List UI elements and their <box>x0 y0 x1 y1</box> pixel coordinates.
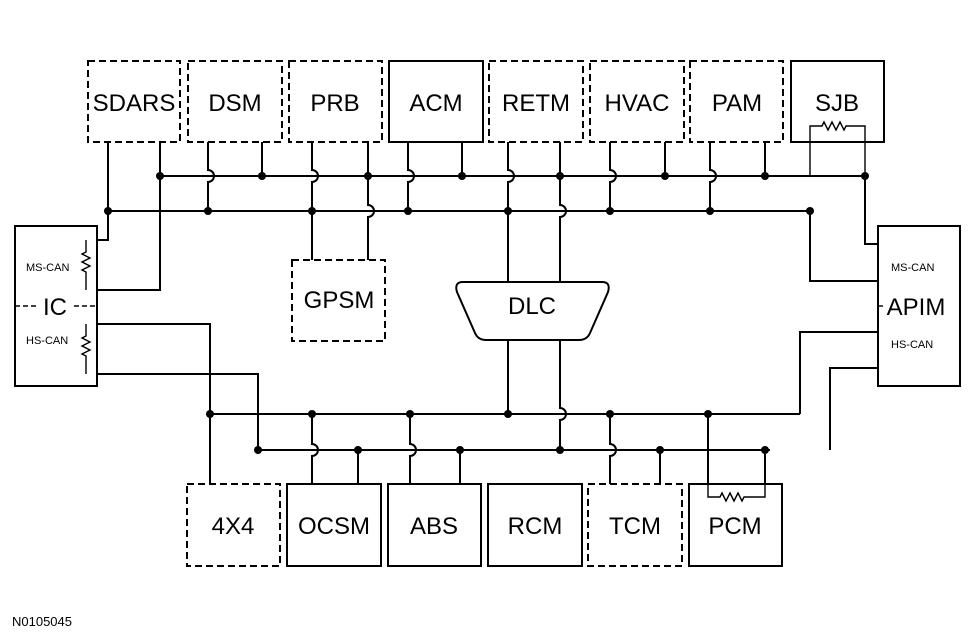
junction-dot <box>404 207 412 215</box>
module-label: ACM <box>409 90 462 117</box>
ic-hs-wire-b <box>86 373 259 450</box>
junction-dot <box>661 172 669 180</box>
module-label: OCSM <box>298 513 370 540</box>
module-pcm: PCM <box>688 483 783 567</box>
junction-dot <box>706 207 714 215</box>
junction-dot <box>354 446 362 454</box>
dlc-connector-icon <box>455 281 610 341</box>
apim-ms-wire-b <box>809 211 878 282</box>
module-ic: MS-CAN HS-CAN IC <box>14 225 98 387</box>
module-hvac: HVAC <box>589 60 685 143</box>
module-label: PCM <box>708 513 761 540</box>
module-sdars: SDARS <box>87 60 181 143</box>
module-ocsm: OCSM <box>286 483 382 567</box>
resistor-icon <box>809 120 866 176</box>
junction-dot <box>308 410 316 418</box>
module-label: HVAC <box>605 90 670 117</box>
acm-drop-a <box>407 142 415 211</box>
apim-hs-wire-a <box>799 331 878 414</box>
junction-dot <box>704 410 712 418</box>
hvac-drop-a <box>609 142 617 211</box>
ic-ms-wire-b <box>86 176 161 291</box>
module-label: RCM <box>508 513 563 540</box>
dlc-wire-a <box>507 142 515 414</box>
apim-ms-can-label: MS-CAN <box>891 262 934 274</box>
module-label: IC <box>43 294 67 321</box>
junction-dot <box>861 172 869 180</box>
module-abs: ABS <box>387 483 482 567</box>
junction-dot <box>458 172 466 180</box>
apim-hs-wire-b <box>829 367 878 450</box>
junction-dot <box>254 446 262 454</box>
dsm-drop-a <box>207 142 215 211</box>
junction-dot <box>156 172 164 180</box>
ic-ms-can-label: MS-CAN <box>26 262 69 274</box>
junction-dot <box>308 207 316 215</box>
module-label: SJB <box>815 90 859 117</box>
junction-dot <box>406 410 414 418</box>
junction-dot <box>761 172 769 180</box>
junction-dot <box>258 172 266 180</box>
module-label: GPSM <box>304 287 375 314</box>
module-label: DSM <box>208 90 261 117</box>
ic-hs-wire-a <box>86 323 211 414</box>
module-4x4: 4X4 <box>186 483 281 567</box>
abs-drop-a <box>409 414 417 484</box>
junction-dots <box>104 172 869 454</box>
module-gpsm: GPSM <box>291 259 386 342</box>
junction-dot <box>504 410 512 418</box>
module-label: RETM <box>502 90 570 117</box>
apim-ms-wire-a <box>864 176 878 245</box>
module-label: DLC <box>508 293 556 320</box>
junction-dot <box>806 207 814 215</box>
junction-dot <box>504 207 512 215</box>
junction-dot <box>656 446 664 454</box>
module-label: PRB <box>310 90 359 117</box>
junction-dot <box>104 207 112 215</box>
junction-dot <box>206 410 214 418</box>
module-label: APIM <box>887 294 946 321</box>
module-label: PAM <box>712 90 762 117</box>
module-acm: ACM <box>388 60 484 143</box>
module-sjb: SJB <box>790 60 885 176</box>
module-prb: PRB <box>288 60 383 143</box>
ocsm-drop-a <box>311 414 319 484</box>
module-apim: MS-CAN HS-CAN APIM <box>877 225 961 387</box>
module-tcm: TCM <box>587 483 683 567</box>
ic-hs-can-label: HS-CAN <box>26 335 68 347</box>
module-dlc: DLC <box>455 281 610 341</box>
junction-dot <box>456 446 464 454</box>
prb-drop-b <box>367 142 375 260</box>
prb-drop-a <box>311 142 319 260</box>
resistor-icon <box>80 324 92 374</box>
module-label: ABS <box>410 513 458 540</box>
module-retm: RETM <box>488 60 584 143</box>
junction-dot <box>761 446 769 454</box>
resistor-icon <box>80 240 92 290</box>
apim-hs-can-label: HS-CAN <box>891 339 933 351</box>
figure-id: N0105045 <box>12 614 72 629</box>
module-label: SDARS <box>93 90 176 117</box>
junction-dot <box>606 207 614 215</box>
tcm-drop-a <box>609 414 617 484</box>
resistor-icon <box>707 484 766 503</box>
module-label: 4X4 <box>212 513 255 540</box>
junction-dot <box>556 446 564 454</box>
junction-dot <box>364 172 372 180</box>
module-dsm: DSM <box>187 60 283 143</box>
pam-drop-a <box>709 142 717 211</box>
module-pam: PAM <box>689 60 784 143</box>
module-rcm: RCM <box>487 483 583 567</box>
junction-dot <box>606 410 614 418</box>
module-label: TCM <box>609 513 661 540</box>
junction-dot <box>204 207 212 215</box>
junction-dot <box>556 172 564 180</box>
